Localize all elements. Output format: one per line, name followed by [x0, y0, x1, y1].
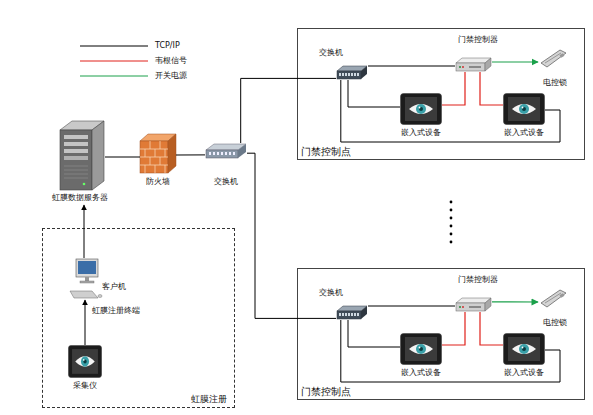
device-label: 嵌入式设备 — [504, 128, 544, 138]
legend-samples — [80, 46, 148, 76]
embedded-device-icon — [401, 334, 442, 365]
embedded-device-node: 嵌入式设备 — [503, 93, 545, 125]
switch-node: 交换机 — [336, 64, 368, 80]
embedded-device-icon — [504, 334, 545, 365]
continuation-dots — [450, 201, 453, 244]
controller-icon — [456, 298, 491, 311]
door-controller-node: 门禁控制器 — [455, 57, 492, 72]
device-label: 客户机 — [102, 282, 126, 292]
wiegand-signal-line — [442, 72, 465, 105]
region-label: 门禁控制点 — [301, 145, 351, 158]
firewall-icon — [140, 134, 176, 173]
tcp-ip-line — [348, 320, 400, 347]
server-icon — [60, 121, 104, 190]
tcp-ip-line — [241, 78, 336, 143]
embedded-device-node: 嵌入式设备 — [400, 93, 442, 125]
legend-line — [80, 61, 148, 62]
switch-icon — [206, 144, 246, 158]
power-line — [492, 301, 538, 302]
device-label: 防火墙 — [146, 177, 170, 187]
tcp-ip-line — [247, 153, 336, 318]
tcp-ip-line — [176, 154, 205, 155]
switch-node: 交换机 — [336, 304, 368, 320]
device-label: 虹膜数据服务器 — [52, 193, 108, 203]
door-controller-node: 门禁控制器 — [455, 297, 492, 312]
annotation-label: 虹膜注册终端 — [92, 306, 140, 316]
electric-lock-node: 电控锁 — [538, 48, 568, 68]
client-computer-icon — [70, 259, 102, 298]
switch-node: 交换机 — [205, 143, 247, 160]
device-label: 电控锁 — [543, 78, 567, 88]
capture-device-icon — [68, 346, 101, 378]
tcp-ip-line — [85, 300, 86, 345]
legend-line — [80, 46, 148, 47]
region-label: 门禁控制点 — [301, 385, 351, 398]
device-label: 嵌入式设备 — [504, 368, 544, 378]
device-label: 电控锁 — [543, 318, 567, 328]
client-node: 客户机 — [68, 258, 100, 300]
firewall-node: 防火墙 — [140, 133, 176, 173]
device-label: 嵌入式设备 — [401, 368, 441, 378]
access-point-region: 门禁控制点交换机门禁控制器电控锁嵌入式设备嵌入式设备 — [297, 28, 585, 160]
tcp-ip-line — [105, 157, 140, 158]
controller-icon — [456, 58, 491, 71]
device-label: 采集仪 — [73, 381, 97, 391]
tcp-ip-line — [84, 205, 85, 258]
embedded-device-icon — [401, 94, 442, 125]
tcp-ip-line — [368, 66, 455, 67]
tcp-ip-line — [341, 320, 560, 382]
device-label: 门禁控制器 — [458, 275, 498, 285]
device-label: 交换机 — [319, 48, 343, 58]
embedded-device-icon — [504, 94, 545, 125]
device-label: 门禁控制器 — [458, 35, 498, 45]
access-point-region: 门禁控制点交换机门禁控制器电控锁嵌入式设备嵌入式设备 — [297, 268, 585, 400]
legend-text: TCP/IP — [155, 41, 180, 51]
lock-icon — [541, 290, 566, 307]
tcp-ip-line — [348, 80, 400, 107]
switch-icon — [337, 306, 367, 319]
registration-region: 虹膜注册 客户机采集仪 — [42, 228, 235, 408]
wiegand-signal-line — [480, 72, 503, 105]
tcp-ip-line — [341, 80, 560, 142]
power-line — [492, 61, 538, 62]
tcp-ip-line — [368, 306, 455, 307]
device-label: 交换机 — [319, 288, 343, 298]
device-label: 交换机 — [214, 177, 238, 187]
legend-line — [80, 76, 148, 77]
region-label: 虹膜注册 — [191, 393, 227, 405]
embedded-device-node: 嵌入式设备 — [400, 333, 442, 365]
capture-node: 采集仪 — [68, 345, 102, 378]
electric-lock-node: 电控锁 — [538, 288, 568, 308]
legend-text: 韦根信号 — [155, 56, 187, 66]
legend-text: 开关电源 — [155, 71, 187, 81]
lock-icon — [541, 50, 566, 67]
embedded-device-node: 嵌入式设备 — [503, 333, 545, 365]
wiegand-signal-line — [480, 312, 503, 345]
wiegand-signal-line — [442, 312, 465, 345]
switch-icon — [337, 66, 367, 79]
device-label: 嵌入式设备 — [401, 128, 441, 138]
server-node: 虹膜数据服务器 — [55, 118, 105, 205]
